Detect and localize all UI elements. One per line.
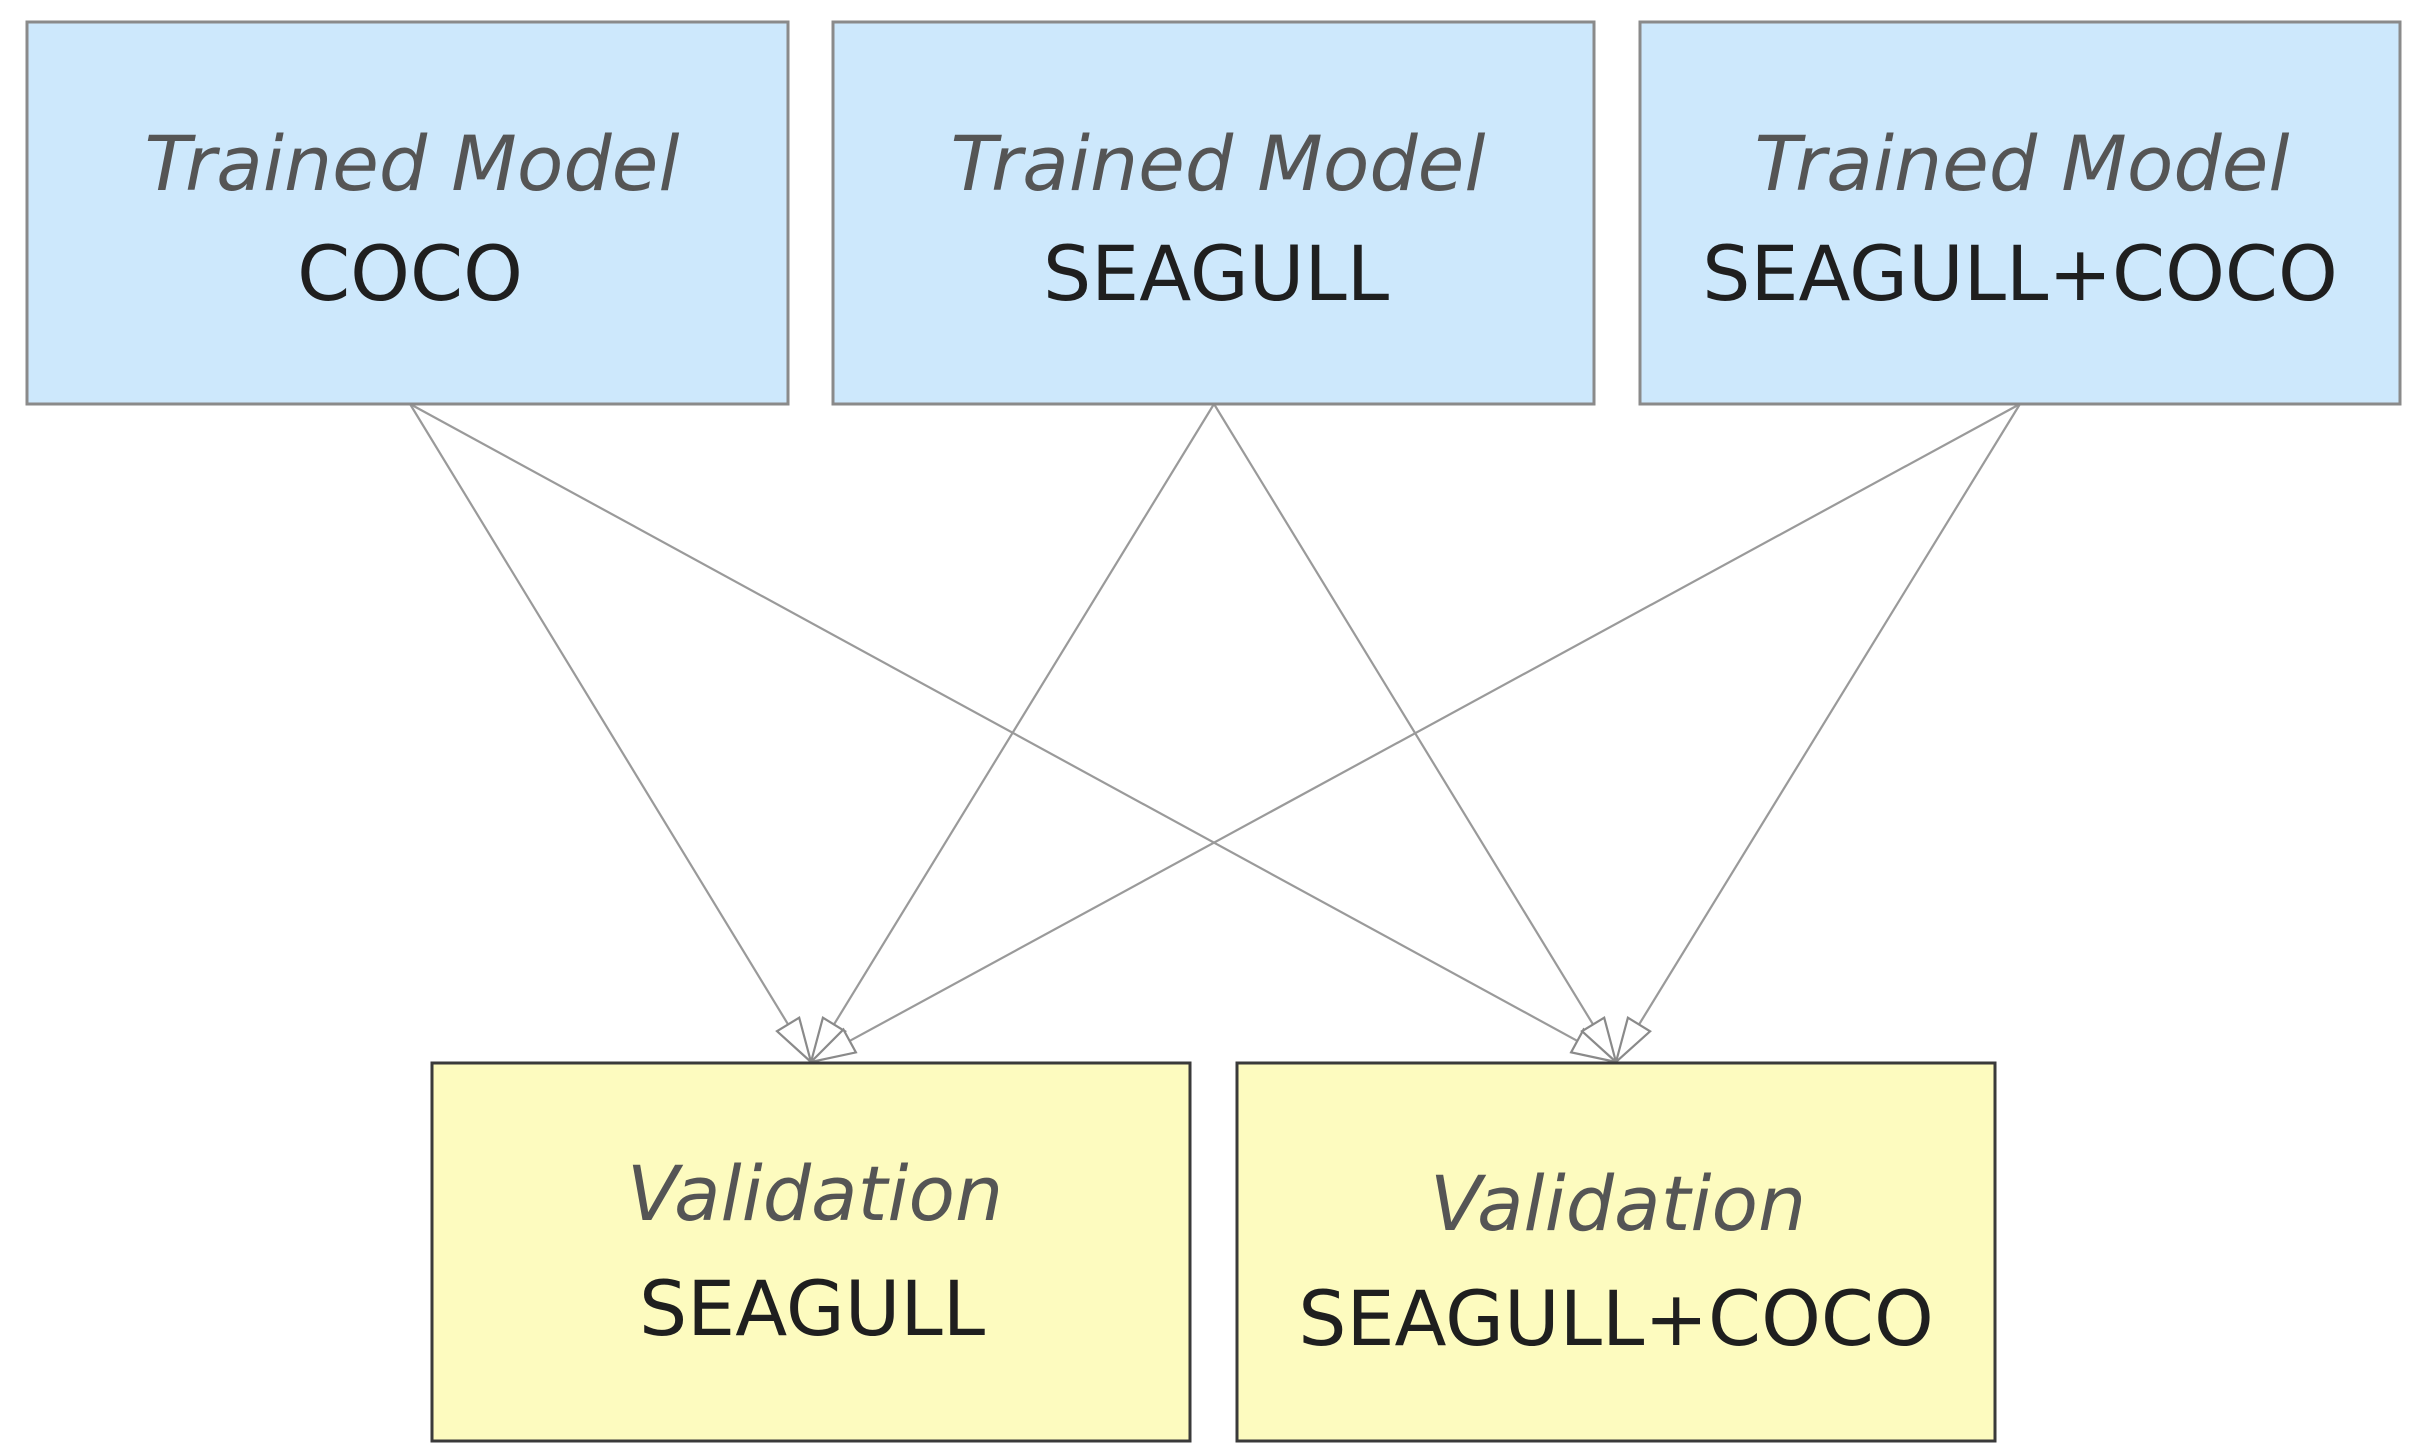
arrow-seagull-coco-to-seagull-coco [1638, 403, 2021, 1026]
validation-box-seagull-coco-rect [1235, 1061, 1997, 1443]
trained-model-box-seagull-coco-rect [1638, 20, 2402, 406]
trained-model-seagull-kind-label: Trained Model [951, 119, 1486, 208]
arrow-seagull-coco-to-seagull [849, 403, 2021, 1042]
arrow-coco-to-seagull [409, 403, 790, 1025]
validation-box-seagull-rect [430, 1061, 1192, 1443]
trained-model-seagull-name-label: SEAGULL [1043, 229, 1389, 318]
arrows-layer [409, 403, 2021, 1066]
validation-box-seagull-coco: Validation SEAGULL+COCO [1235, 1061, 1997, 1443]
arrowhead-coco-to-seagull [775, 1015, 814, 1066]
arrowhead-seagull-coco-to-seagull [807, 1027, 858, 1064]
arrowhead-seagull-to-seagull-coco [1580, 1015, 1619, 1066]
trained-model-coco-name-label: COCO [297, 229, 523, 318]
trained-model-box-seagull-rect [831, 20, 1596, 406]
arrow-coco-to-seagull-coco [409, 403, 1578, 1042]
trained-model-seagull-coco-name-label: SEAGULL+COCO [1702, 229, 2338, 318]
validation-seagull-coco-name-label: SEAGULL+COCO [1298, 1274, 1934, 1363]
validation-seagull-name-label: SEAGULL [639, 1264, 985, 1353]
trained-model-coco-kind-label: Trained Model [145, 119, 680, 208]
validation-seagull-coco-kind-label: Validation [1430, 1159, 1806, 1248]
validation-box-seagull: Validation SEAGULL [430, 1061, 1192, 1443]
validation-seagull-kind-label: Validation [627, 1149, 1003, 1238]
arrow-seagull-to-seagull-coco [1213, 403, 1594, 1026]
arrowhead-seagull-coco-to-seagull-coco [1613, 1015, 1652, 1066]
trained-model-seagull-coco-kind-label: Trained Model [1755, 119, 2290, 208]
trained-model-box-seagull: Trained Model SEAGULL [831, 20, 1596, 406]
trained-model-box-coco-rect [25, 20, 790, 406]
arrow-seagull-to-seagull [833, 403, 1215, 1026]
trained-model-box-seagull-coco: Trained Model SEAGULL+COCO [1638, 20, 2402, 406]
trained-model-box-coco: Trained Model COCO [25, 20, 790, 406]
